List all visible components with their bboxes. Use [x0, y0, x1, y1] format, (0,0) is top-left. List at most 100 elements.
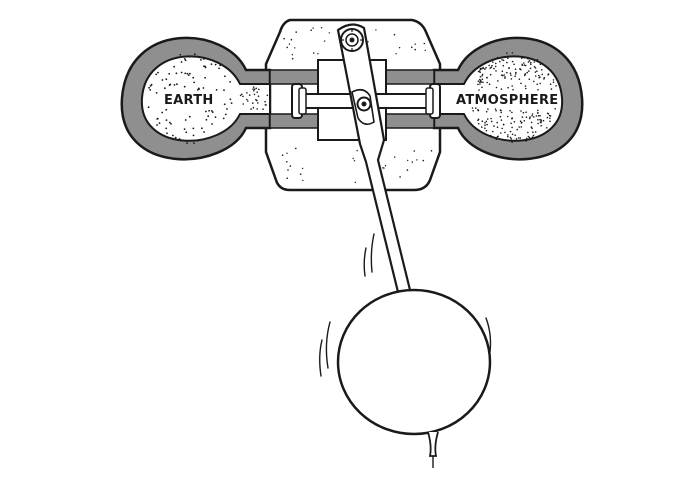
gas-particle — [531, 115, 533, 117]
gas-particle — [531, 136, 534, 138]
housing-dot — [294, 47, 296, 49]
gas-particle — [516, 128, 518, 131]
gas-particle — [471, 107, 474, 109]
gas-particle — [165, 108, 168, 111]
gas-particle — [165, 127, 168, 130]
gas-particle — [510, 78, 513, 80]
gas-particle — [523, 62, 525, 64]
gas-particle — [509, 130, 512, 133]
gas-particle — [503, 74, 506, 76]
gas-particle — [158, 122, 161, 124]
gas-particle — [502, 64, 505, 67]
gas-particle — [536, 112, 539, 114]
gas-particle — [540, 121, 542, 124]
gas-particle — [552, 81, 555, 84]
gas-particle — [482, 81, 484, 84]
gas-particle — [179, 54, 182, 56]
gas-particle — [183, 85, 186, 88]
gas-particle — [528, 136, 531, 139]
gas-particle — [252, 86, 255, 88]
housing-dot — [413, 150, 416, 152]
gas-particle — [534, 67, 537, 69]
gas-particle — [536, 58, 539, 61]
gas-particle — [481, 75, 483, 77]
gas-particle — [486, 81, 489, 84]
pendulum-bob — [336, 288, 492, 468]
gas-particle — [490, 120, 493, 123]
gas-particle — [481, 73, 484, 76]
gas-particle — [480, 81, 483, 83]
gas-particle — [165, 78, 168, 81]
atmosphere-gas-particles — [471, 52, 557, 143]
gas-particle — [529, 67, 532, 70]
housing-dot — [286, 152, 288, 154]
gas-particle — [506, 115, 509, 118]
gas-particle — [530, 126, 533, 128]
gas-particle — [521, 116, 524, 118]
gas-particle — [185, 140, 188, 142]
gas-particle — [537, 109, 539, 112]
gas-particle — [521, 121, 523, 124]
gas-particle — [205, 110, 207, 113]
gas-particle — [478, 89, 480, 91]
gas-particle — [526, 71, 528, 74]
gas-particle — [489, 73, 492, 76]
gas-particle — [549, 117, 551, 120]
gas-particle — [196, 139, 199, 142]
gas-particle — [511, 85, 513, 87]
gas-particle — [547, 74, 549, 76]
gas-particle — [161, 79, 164, 81]
gas-particle — [555, 85, 557, 87]
housing-dot — [414, 48, 417, 51]
gas-particle — [204, 76, 207, 79]
gas-particle — [479, 76, 482, 78]
housing-dot — [411, 161, 414, 163]
gas-particle — [258, 88, 260, 91]
gas-particle — [540, 125, 542, 127]
pendulum-arm — [336, 23, 412, 294]
gas-particle — [172, 134, 174, 137]
gas-particle — [242, 95, 244, 98]
earth-label: EARTH — [164, 93, 214, 108]
gas-particle — [492, 61, 494, 63]
gas-particle — [488, 64, 490, 67]
gas-particle — [486, 123, 488, 126]
gas-particle — [549, 120, 551, 123]
gas-particle — [256, 91, 259, 93]
gas-particle — [480, 67, 483, 70]
gas-particle — [479, 81, 481, 83]
gas-particle — [523, 57, 525, 59]
gas-particle — [534, 75, 537, 77]
gas-particle — [192, 76, 195, 79]
gas-particle — [255, 98, 257, 101]
housing-dot — [317, 53, 319, 55]
gas-particle — [506, 71, 508, 74]
gas-particle — [490, 117, 492, 120]
gas-particle — [265, 104, 267, 106]
gas-particle — [489, 134, 492, 137]
gas-particle — [528, 78, 531, 80]
gas-particle — [229, 81, 232, 83]
housing-dot — [352, 157, 354, 160]
gas-particle — [219, 64, 222, 67]
gas-particle — [193, 81, 196, 84]
gas-particle — [546, 127, 548, 129]
gas-particle — [147, 106, 150, 109]
gas-particle — [521, 63, 523, 66]
gas-particle — [517, 137, 520, 139]
gas-particle — [211, 111, 214, 113]
gas-particle — [485, 110, 488, 113]
gas-particle — [485, 66, 487, 69]
gas-particle — [200, 59, 202, 61]
atmosphere-chamber — [432, 36, 584, 161]
gas-particle — [489, 67, 492, 69]
gas-particle — [514, 134, 516, 136]
gas-particle — [537, 89, 539, 91]
gas-particle — [481, 78, 484, 81]
gas-particle — [239, 94, 242, 97]
housing-dot — [289, 165, 292, 167]
gas-particle — [524, 85, 527, 87]
gas-particle — [246, 98, 248, 101]
housing-dot — [414, 43, 416, 45]
gas-particle — [201, 127, 203, 130]
